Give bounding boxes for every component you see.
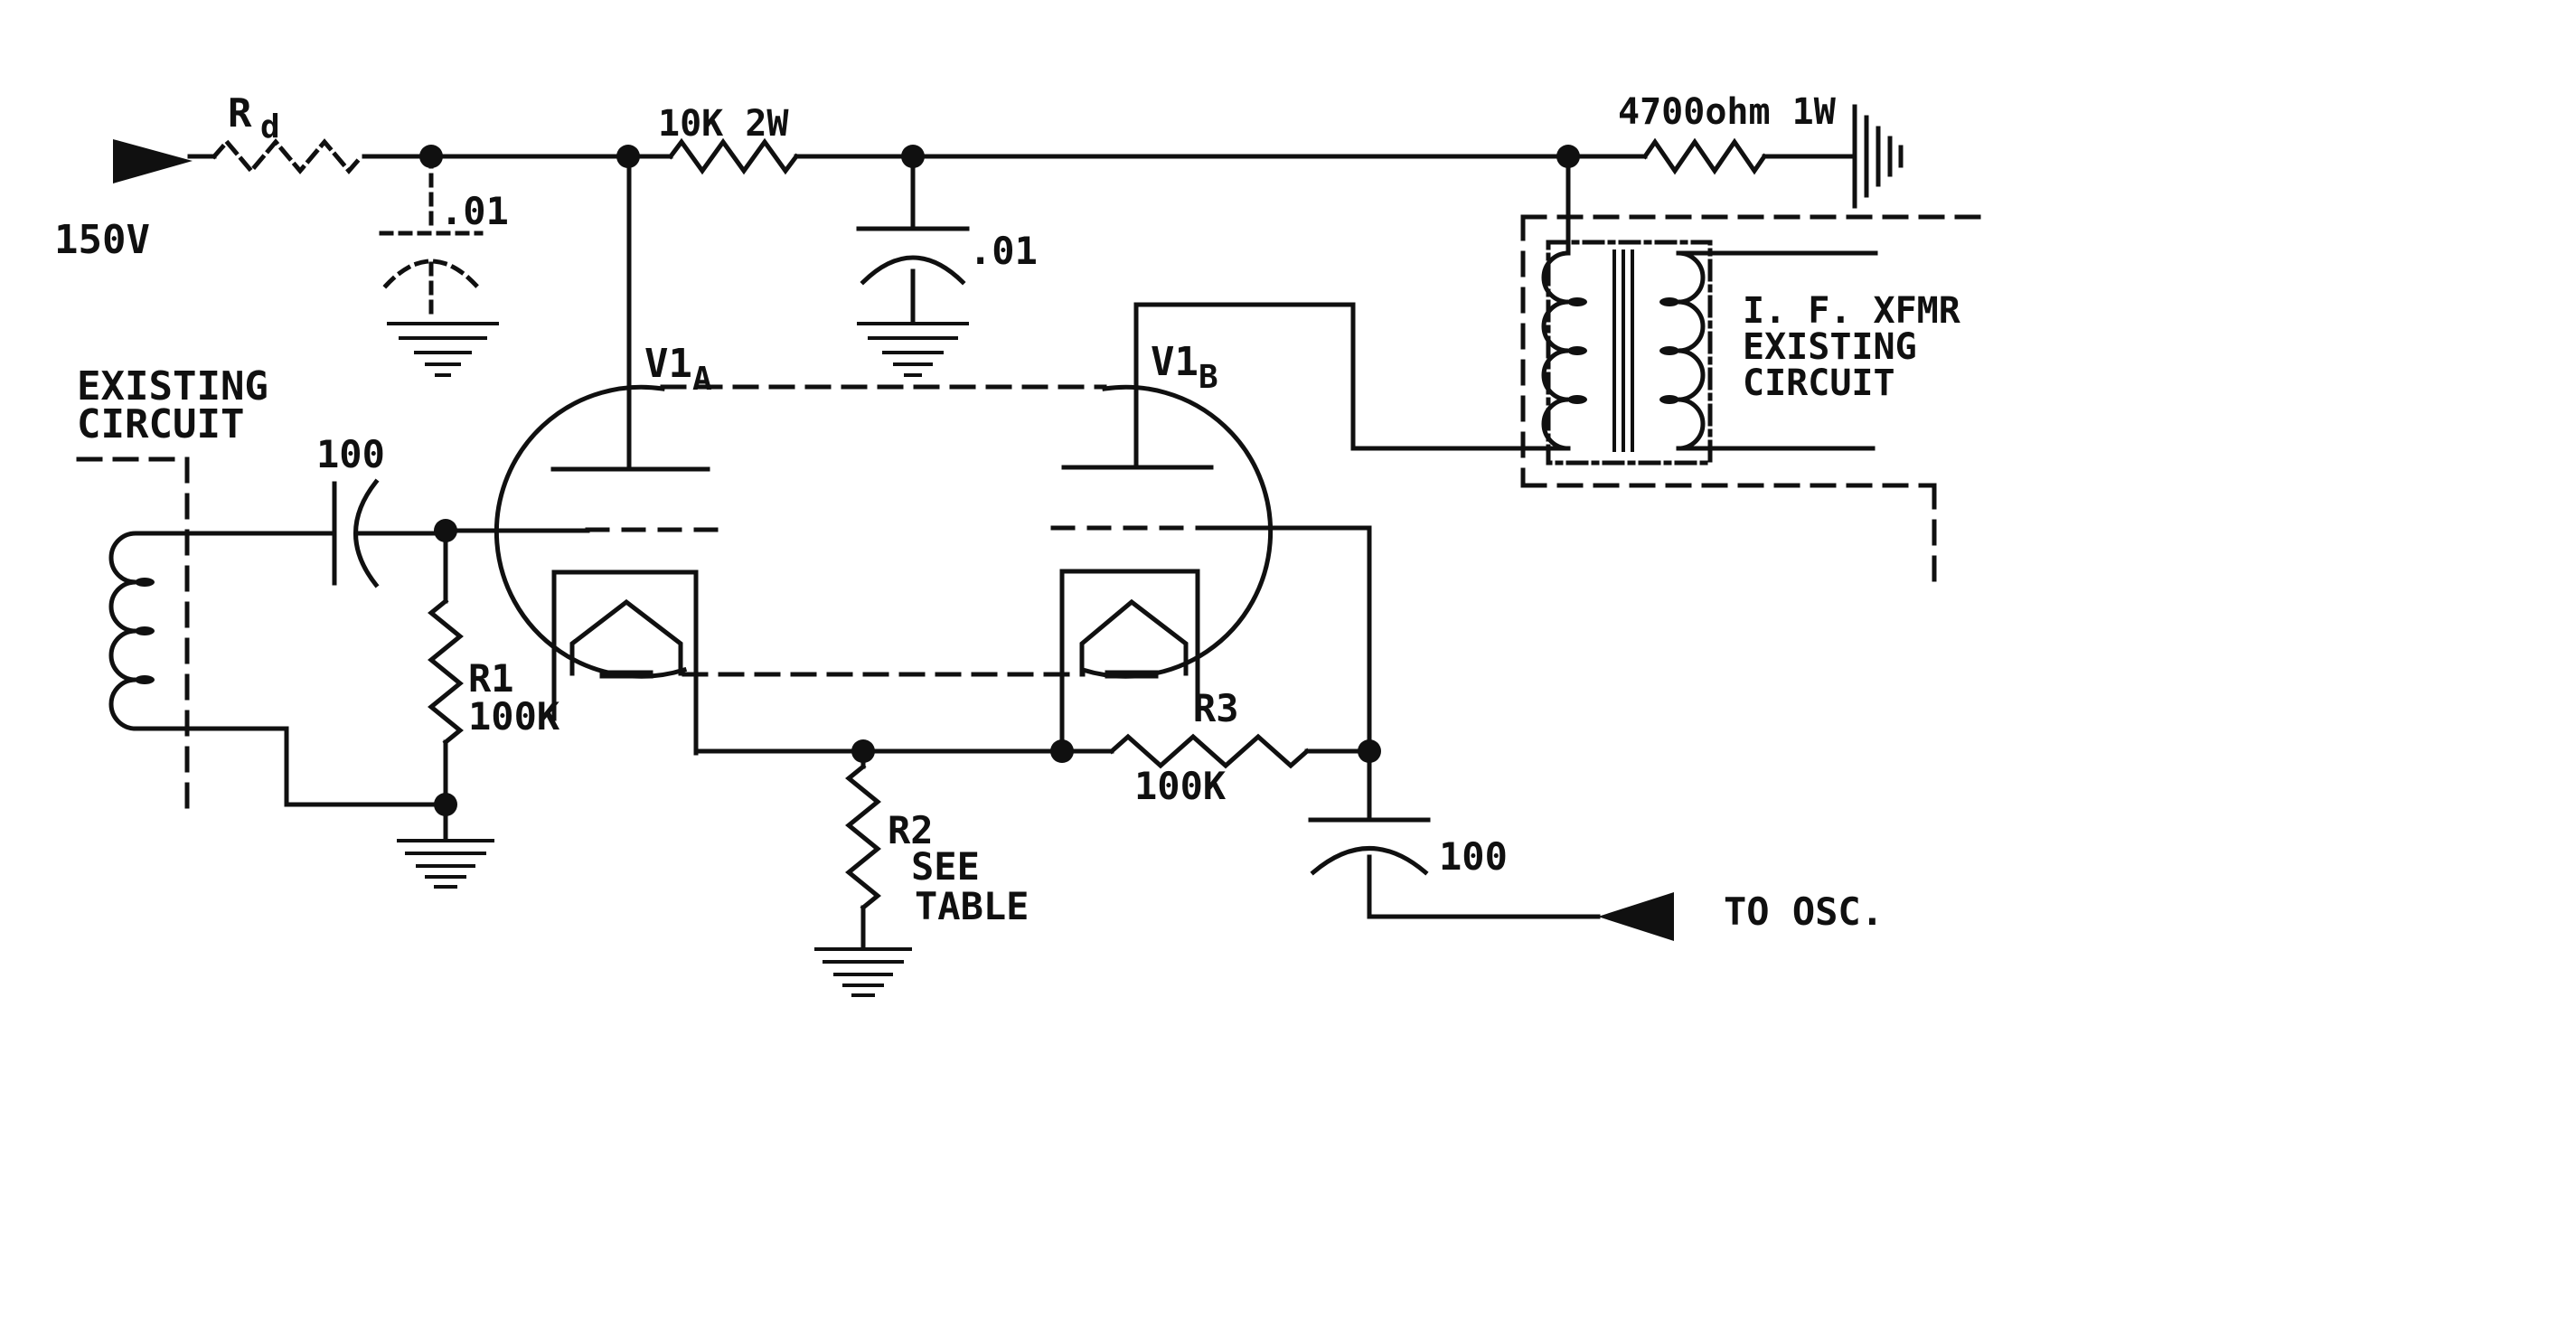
resistor-r1 [428,528,464,842]
resistor-r3 [1108,733,1311,769]
ground-r2-icon [814,947,912,997]
junction-dots [419,145,1580,816]
v1a-label: V1 [644,341,692,387]
v1b-grid-lead [1199,525,1372,754]
xfmr-label-1: I. F. XFMR [1743,290,1961,332]
r2-note-2: TABLE [915,884,1029,928]
v1b-sub-label: B [1199,359,1218,396]
rd-sub-label: d [260,108,280,146]
cap-01-solid [856,154,970,325]
schematic-labels: 150V R d 10K 2W .01 .01 4700ohm 1W I. F.… [54,90,1961,934]
rd-label: R [228,90,252,136]
ground-dashed-cap-icon [387,322,499,377]
r1-value-label: 100K [468,694,560,739]
xfmr-winding-ticks [1567,297,1679,404]
supply-label: 150V [54,217,150,263]
triode-v1a [443,154,731,756]
existing-label-2: CIRCUIT [77,401,244,447]
v1a-cathode-bracket [551,569,699,756]
cap-dashed-label: .01 [440,189,509,233]
r3-value-label: 100K [1134,764,1227,808]
xfmr-boundary-outer [1520,214,1982,595]
coil-bottom-wire [133,726,448,807]
to-osc-label: TO OSC. [1724,889,1884,934]
xfmr-boundary-inner [1546,240,1713,466]
if-transformer [1350,154,1878,452]
resistor-4700 [1641,137,1768,175]
v1a-sub-label: A [692,361,712,398]
input-coil-ticks [135,578,155,684]
r1-label: R1 [468,656,514,701]
tube-envelope [494,384,1274,679]
resistor-10k [667,137,800,175]
chassis-ground-icon [1852,104,1904,209]
v1b-cathode-bracket [1059,569,1200,754]
cap-plate-label: .01 [969,229,1038,273]
existing-label-1: EXISTING [77,363,268,409]
resistor-rd [211,138,365,174]
existing-circuit-boundary-left [76,456,190,810]
v1b-plate-path [1133,302,1356,470]
ground-01-icon [857,322,969,377]
r2-note-1: SEE [911,844,980,889]
resistor-r2 [845,748,881,950]
input-arrow-icon [113,139,193,184]
cap-100-input [332,478,448,588]
cap-out-label: 100 [1439,834,1508,879]
r3-label: R3 [1193,686,1239,730]
v1b-heater [1079,598,1189,676]
xfmr-secondary-winding [1676,250,1706,451]
r2-label: R2 [888,808,934,852]
r-plate-label: 10K 2W [658,103,789,145]
to-osc-arrow-icon [1598,892,1674,941]
v1b-label: V1 [1151,339,1199,385]
cap-01-dashed [379,154,484,324]
v1a-heater [569,598,683,676]
input-coil [108,531,138,731]
r-bleed-label: 4700ohm 1W [1618,91,1837,133]
triode-v1b [1050,302,1372,754]
cathode-rail [693,733,1372,769]
xfmr-label-3: CIRCUIT [1743,362,1895,404]
cap-in-label: 100 [316,432,385,476]
ground-r1-icon [397,839,494,889]
xfmr-label-2: EXISTING [1743,326,1917,368]
